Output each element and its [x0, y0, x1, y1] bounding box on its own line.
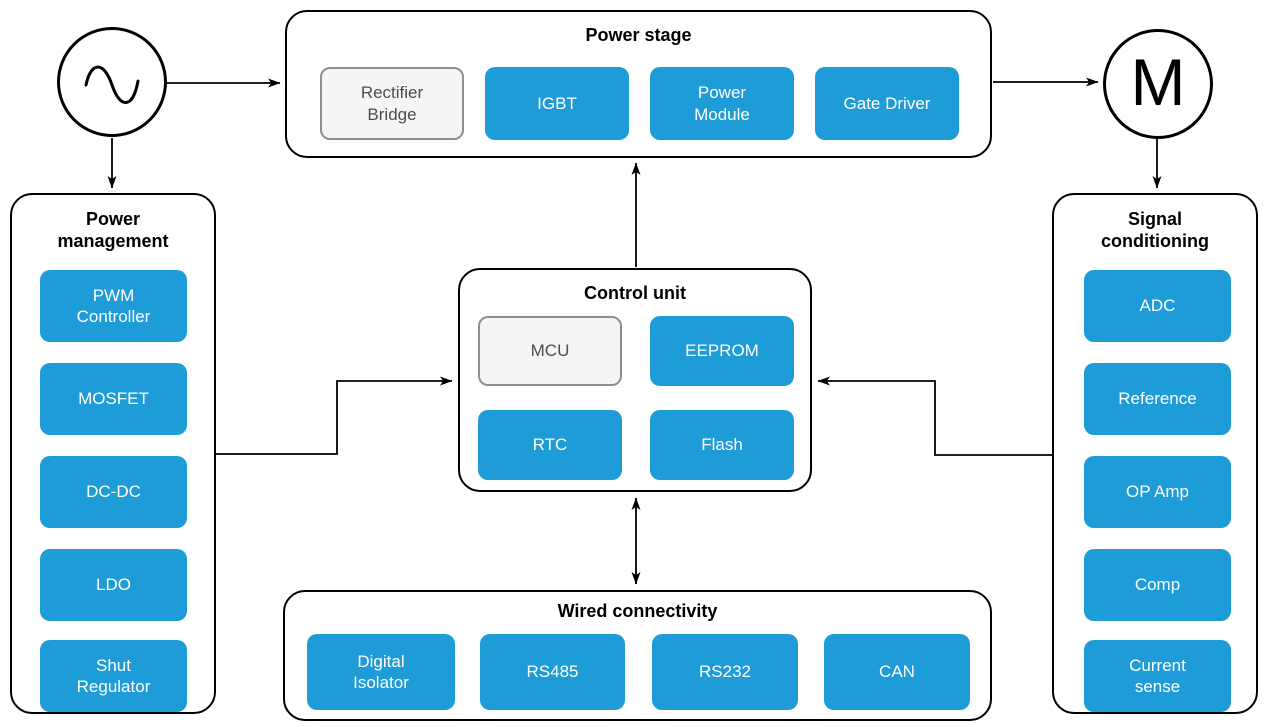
block-igbt: IGBT — [485, 67, 629, 140]
power-stage-title: Power stage — [585, 25, 692, 45]
block-rtc: RTC — [478, 410, 622, 480]
block-ldo: LDO — [40, 549, 187, 621]
block-rs485: RS485 — [480, 634, 625, 710]
block-power-module: Power Module — [650, 67, 794, 140]
motor-node: M — [1103, 29, 1213, 139]
motor-label: M — [1130, 45, 1186, 119]
block-comp: Comp — [1084, 549, 1231, 621]
block-can: CAN — [824, 634, 970, 710]
block-dc-dc: DC-DC — [40, 456, 187, 528]
signal-conditioning-title: Signal conditioning — [1101, 209, 1209, 251]
control-unit-group: Control unit MCU EEPROM RTC Flash — [458, 268, 812, 492]
block-rs232: RS232 — [652, 634, 798, 710]
sine-wave-icon — [84, 65, 140, 104]
power-management-title: Power management — [57, 209, 169, 251]
power-management-group: Power management PWM Controller MOSFET D… — [10, 193, 216, 714]
block-eeprom: EEPROM — [650, 316, 794, 386]
signal-conditioning-group: Signal conditioning ADC Reference OP Amp… — [1052, 193, 1258, 714]
block-rectifier-bridge: Rectifier Bridge — [320, 67, 464, 140]
wired-connectivity-group: Wired connectivity Digital Isolator RS48… — [283, 590, 992, 721]
ac-source-node — [57, 27, 167, 137]
connector-power-management-to-control-unit — [216, 376, 453, 455]
block-mcu: MCU — [478, 316, 622, 386]
block-shut-regulator: Shut Regulator — [40, 640, 187, 712]
block-reference: Reference — [1084, 363, 1231, 435]
block-mosfet: MOSFET — [40, 363, 187, 435]
block-digital-isolator: Digital Isolator — [307, 634, 455, 710]
block-adc: ADC — [1084, 270, 1231, 342]
power-stage-group: Power stage Rectifier Bridge IGBT Power … — [285, 10, 992, 158]
block-pwm-controller: PWM Controller — [40, 270, 187, 342]
block-gate-driver: Gate Driver — [815, 67, 959, 140]
block-current-sense: Current sense — [1084, 640, 1231, 712]
connector-signal-conditioning-to-control-unit — [817, 376, 1052, 456]
wired-connectivity-title: Wired connectivity — [557, 601, 718, 621]
control-unit-title: Control unit — [584, 283, 686, 303]
block-op-amp: OP Amp — [1084, 456, 1231, 528]
block-flash: Flash — [650, 410, 794, 480]
